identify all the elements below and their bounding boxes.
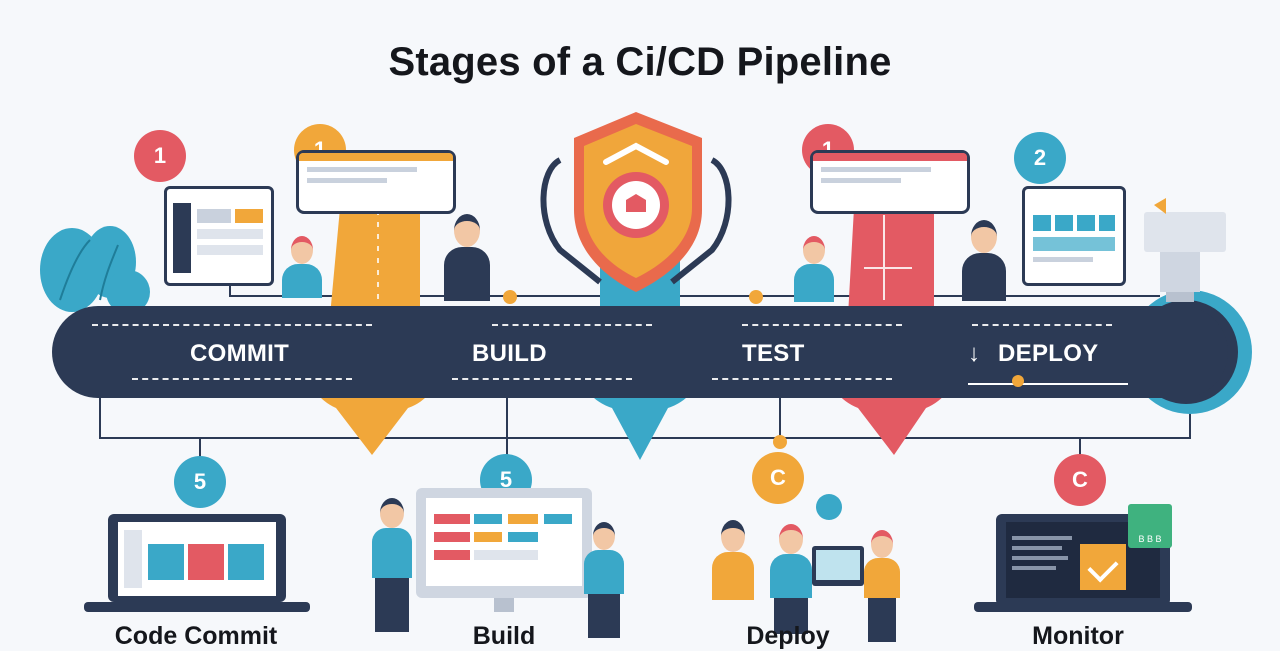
pipeline-conveyor (52, 306, 1228, 398)
laptop-base-monitor (974, 602, 1192, 612)
person-commit (282, 236, 322, 298)
person-build-right (584, 522, 624, 638)
stage-build-label: BUILD (472, 340, 547, 367)
person-deploy (962, 220, 1006, 304)
person-build (444, 214, 490, 304)
person-deploy-2 (770, 524, 812, 634)
monitor-chart-card: B B B (1128, 504, 1172, 548)
page-title: Stages of a Ci/CD Pipeline (388, 40, 892, 84)
deploy-monitor (1022, 186, 1126, 286)
build-large-monitor (416, 488, 592, 598)
bottom-badge-code-commit: 5 (174, 456, 226, 508)
person-deploy-3 (864, 530, 900, 642)
test-window (810, 150, 970, 214)
deploy-screen (812, 546, 864, 586)
bottom-label-deploy: Deploy (746, 622, 830, 650)
commit-monitor (164, 186, 274, 286)
stage-test-label: TEST (742, 340, 805, 367)
monitor-card-text: B B B (1138, 534, 1162, 544)
person-build-left (372, 498, 412, 638)
build-monitor-stand (494, 598, 514, 612)
build-window (296, 150, 456, 214)
bottom-label-code-commit: Code Commit (114, 622, 278, 650)
bottom-label-monitor: Monitor (1032, 622, 1124, 650)
stage-deploy-arrow: ↓ (968, 340, 981, 367)
step-badge-deploy: 2 (1014, 132, 1066, 184)
bottom-badge-monitor: C (1054, 454, 1106, 506)
bottom-label-build: Build (472, 622, 536, 650)
globe-icon (816, 494, 842, 520)
stage-commit-label: COMMIT (190, 340, 290, 367)
stage-deploy-label: DEPLOY (998, 340, 1099, 367)
laptop-code-commit (104, 514, 290, 610)
bottom-badge-deploy: C (752, 452, 804, 504)
laptop-base-code-commit (84, 602, 310, 612)
person-test (794, 236, 834, 302)
step-badge-commit: 1 (134, 130, 186, 182)
person-deploy-1 (712, 520, 754, 600)
